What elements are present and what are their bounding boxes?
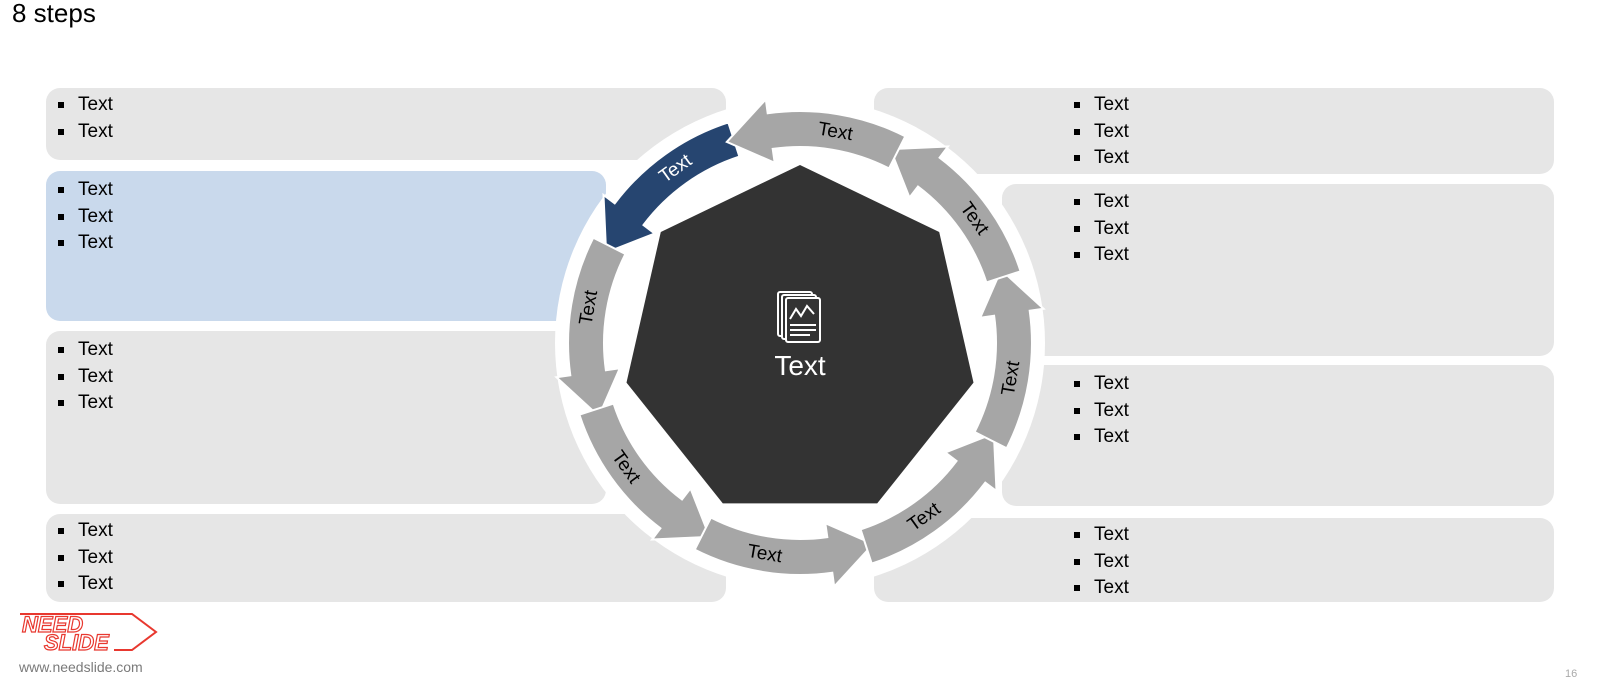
needslide-logo: NEED SLIDE [14, 611, 160, 661]
slide-title: 8 steps [12, 0, 96, 28]
center-label: Text [774, 350, 826, 381]
bullet-item: Text [58, 204, 113, 231]
bullet-item: Text [58, 545, 113, 572]
bullet-item: Text [1074, 92, 1129, 119]
bullet-item: Text [1074, 424, 1129, 451]
panel-background [1002, 184, 1554, 356]
panel-background [874, 88, 1554, 174]
bullet-item: Text [1074, 549, 1129, 576]
logo-text-slide: SLIDE [44, 630, 110, 655]
logo-text-need: NEED [22, 612, 83, 637]
page-number: 16 [1565, 668, 1578, 680]
document-chart-icon [775, 289, 825, 350]
website-url: www.needslide.com [19, 659, 143, 675]
bullet-item: Text [1074, 522, 1129, 549]
bullet-item: Text [1074, 575, 1129, 602]
panel-background [46, 171, 606, 321]
panel-background [874, 518, 1554, 602]
bullet-item: Text [58, 177, 113, 204]
bullet-item: Text [58, 230, 113, 257]
bullet-item: Text [58, 119, 113, 146]
bullet-item: Text [1074, 242, 1129, 269]
bullet-item: Text [1074, 119, 1129, 146]
panel-layer [46, 88, 1554, 602]
bullet-item: Text [58, 571, 113, 598]
panel-background [1002, 365, 1554, 506]
bullet-item: Text [1074, 145, 1129, 172]
bullet-item: Text [1074, 189, 1129, 216]
bullet-item: Text [58, 364, 113, 391]
panel-background [46, 514, 726, 602]
bullet-item: Text [58, 337, 113, 364]
bullet-item: Text [58, 518, 113, 545]
panel-background [46, 88, 726, 160]
bullet-item: Text [58, 92, 113, 119]
bullet-item: Text [1074, 371, 1129, 398]
panel-background [46, 331, 606, 504]
cycle-arrow [725, 97, 907, 170]
bullet-item: Text [1074, 398, 1129, 425]
bullet-item: Text [1074, 216, 1129, 243]
bullet-item: Text [58, 390, 113, 417]
